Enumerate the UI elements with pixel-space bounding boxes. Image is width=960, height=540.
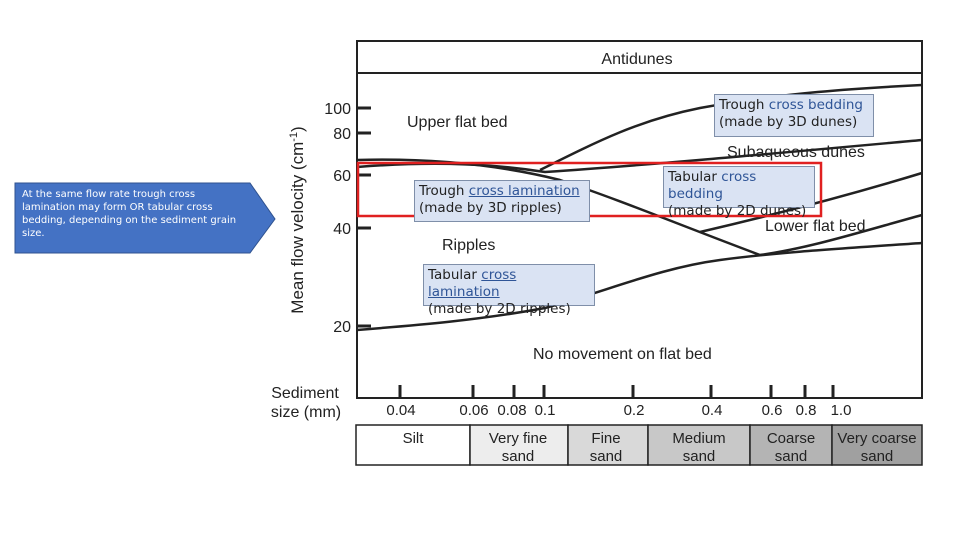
grain-class-label: Very coarse (837, 430, 916, 447)
note-tabular-ripples: Tabular cross lamination (made by 2D rip… (423, 264, 595, 317)
grain-class-fine-sand (567, 424, 649, 466)
grain-class-label: sand (590, 448, 623, 465)
upper-flat-bed-boundary (539, 83, 923, 172)
y-tick-label: 100 (324, 101, 351, 118)
plot-frame (356, 40, 923, 399)
x-axis-label-line2: size (mm) (271, 404, 341, 421)
x-tick-label: 0.1 (535, 402, 556, 419)
region-label-antidunes: Antidunes (601, 51, 672, 68)
x-tick-marks (398, 385, 835, 398)
grain-class-label: sand (861, 448, 894, 465)
grain-class-label: Very fine (489, 430, 547, 447)
grain-class-label: Medium (672, 430, 725, 447)
y-tick-label: 80 (333, 126, 351, 143)
y-tick-label: 60 (333, 168, 351, 185)
y-tick-label: 20 (333, 319, 351, 336)
grain-class-label: Silt (403, 430, 425, 447)
callout-arrow (14, 182, 276, 254)
region-label-lower-flat-bed: Lower flat bed (765, 218, 866, 235)
y-tick-marks (357, 106, 371, 328)
note-tabular-dunes: Tabular cross bedding (made by 2D dunes) (663, 166, 815, 219)
grain-size-bar (355, 424, 923, 466)
x-tick-label: 0.08 (497, 402, 526, 419)
grain-class-label: Fine (591, 430, 620, 447)
region-label-no-movement: No movement on flat bed (533, 346, 712, 363)
grain-class-label: sand (502, 448, 535, 465)
grain-class-label: sand (683, 448, 716, 465)
note-trough-ripples: Trough cross lamination (made by 3D ripp… (414, 180, 590, 222)
x-tick-label: 0.8 (796, 402, 817, 419)
x-tick-label: 0.4 (702, 402, 723, 419)
grain-class-medium-sand (647, 424, 751, 466)
lower-flat-bed-boundary (759, 213, 923, 257)
x-tick-label: 0.2 (624, 402, 645, 419)
x-tick-label: 1.0 (831, 402, 852, 419)
grain-class-label: sand (775, 448, 808, 465)
grain-class-label: Coarse (767, 430, 815, 447)
note-trough-dunes: Trough cross bedding (made by 3D dunes) (714, 94, 874, 137)
grain-class-very-fine-sand (469, 424, 569, 466)
region-label-subaqueous-dunes: Subaqueous dunes (727, 144, 865, 161)
region-label-ripples: Ripples (442, 237, 495, 254)
x-tick-label: 0.6 (762, 402, 783, 419)
region-label-upper-flat-bed: Upper flat bed (407, 114, 508, 131)
grain-class-very-coarse-sand (831, 424, 923, 466)
x-tick-label: 0.04 (386, 402, 415, 419)
grain-class-coarse-sand (749, 424, 833, 466)
callout-text: At the same flow rate trough cross lamin… (22, 189, 237, 239)
y-tick-label: 40 (333, 221, 351, 238)
y-axis-label: Mean flow velocity (cm-1) (288, 126, 307, 313)
grain-class-silt (355, 424, 471, 466)
x-tick-label: 0.06 (459, 402, 488, 419)
x-axis-label-line1: Sediment (271, 385, 339, 402)
movement-threshold-curve (356, 241, 923, 332)
